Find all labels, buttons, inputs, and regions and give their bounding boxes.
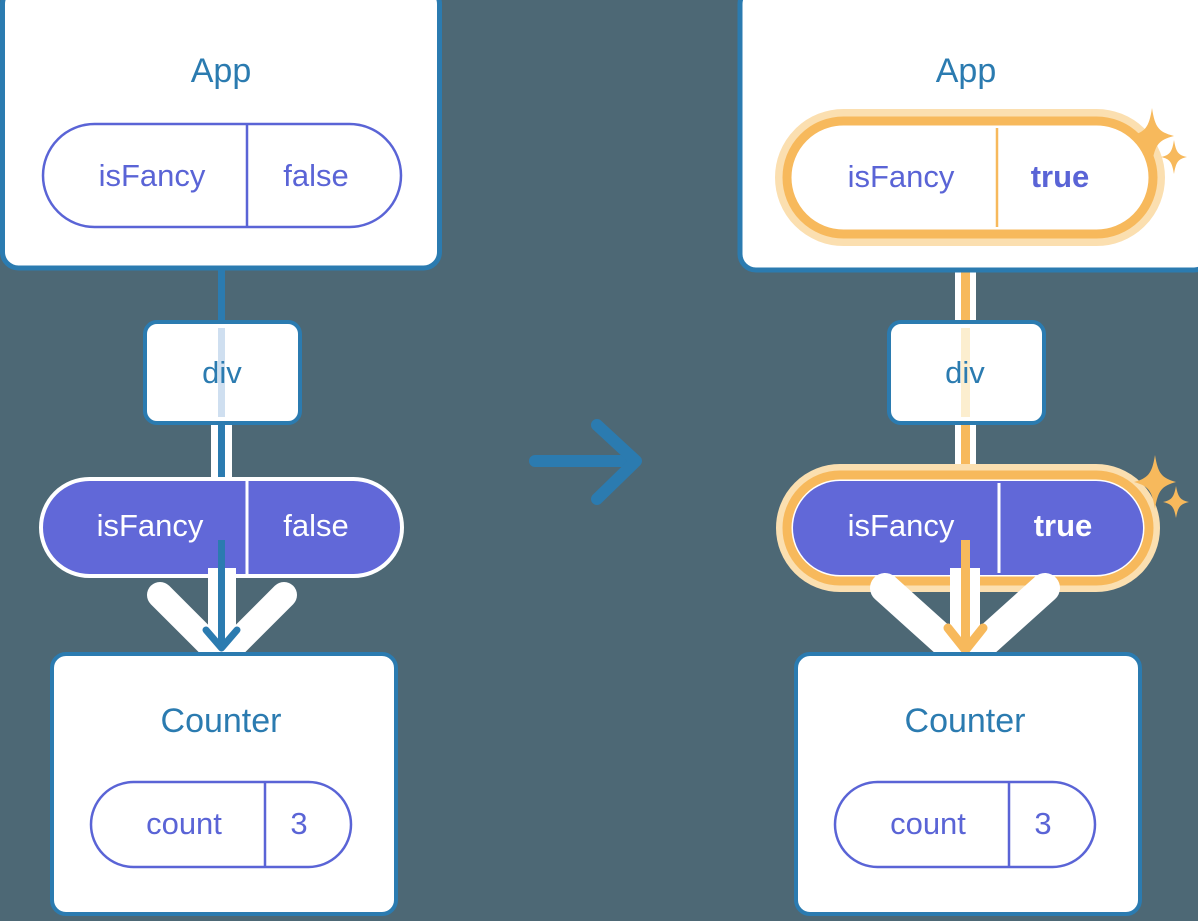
div-box-left-passthrough-line: [218, 328, 225, 417]
sparkle-small-icon-app: [1161, 140, 1187, 174]
counter-box-right-title: Counter: [905, 702, 1026, 740]
counter-box-right: Counter count 3: [794, 652, 1142, 916]
counter-pill-right-name: count: [890, 806, 966, 841]
counter-box-left: Counter count 3: [50, 652, 398, 916]
app-pill-left-name: isFancy: [99, 158, 206, 193]
div-box-right-passthrough-line: [961, 328, 970, 417]
props-pill-right: isFancy true: [793, 481, 1143, 575]
props-pill-left-name: isFancy: [97, 508, 204, 543]
counter-box-left-title: Counter: [161, 702, 282, 740]
div-box-right-label: div: [945, 355, 985, 390]
app-pill-right: isFancy true: [848, 128, 1090, 227]
app-pill-left-shape: [41, 122, 403, 229]
sparkle-small-icon-props: [1163, 486, 1189, 518]
div-box-left: div: [143, 320, 302, 425]
props-pill-right-shape: [793, 481, 1143, 575]
props-pill-right-name: isFancy: [848, 508, 955, 543]
arrow-props-to-counter-left: [202, 540, 241, 652]
arrow-right-icon: [529, 419, 642, 505]
app-pill-left-value: false: [283, 158, 348, 193]
app-pill-left: isFancy false: [41, 122, 403, 229]
app-box-right-title: App: [936, 52, 997, 90]
counter-pill-right-value: 3: [1034, 806, 1051, 841]
props-pill-left: isFancy false: [39, 477, 404, 578]
counter-pill-left-value: 3: [290, 806, 307, 841]
app-box-left-title: App: [191, 52, 252, 90]
props-pill-right-value: true: [1034, 508, 1093, 543]
sparkle-large-icon-app: [1130, 108, 1174, 164]
counter-pill-left-name: count: [146, 806, 222, 841]
app-pill-right-highlight: [775, 109, 1165, 246]
app-pill-right-ring: [782, 116, 1158, 239]
div-box-right: div: [887, 320, 1046, 425]
counter-pill-right-shape: [833, 780, 1097, 869]
arrow-props-to-counter-right: [943, 540, 988, 655]
app-pill-right-name: isFancy: [848, 159, 955, 194]
sparkle-large-icon-props: [1134, 455, 1176, 509]
props-pill-left-value: false: [283, 508, 348, 543]
app-pill-right-value: true: [1031, 159, 1090, 194]
counter-pill-left-shape: [89, 780, 353, 869]
div-box-left-label: div: [202, 355, 242, 390]
